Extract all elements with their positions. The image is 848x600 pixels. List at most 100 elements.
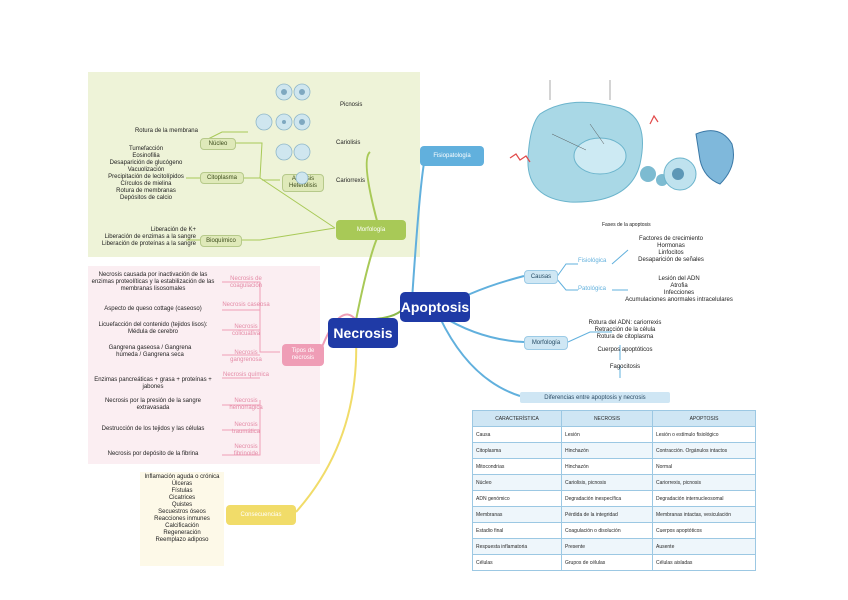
table-header: NECROSIS (561, 410, 653, 427)
tipo-name: Necrosis gangrenosa (230, 350, 262, 363)
table-cell: Grupos de células (561, 554, 653, 571)
table-cell: Mitocondrias (472, 458, 562, 475)
consecuencia-item: Quistes (171, 502, 193, 508)
morfologia-step: Retracción de la célula (594, 327, 656, 333)
consecuencia-item: Cicatrices (168, 495, 196, 501)
morfologia-step: Cuerpos apoptóticos (597, 347, 653, 353)
nucleo-node: Núcleo (200, 138, 236, 150)
bioquimico-item: Liberación de enzimas a la sangre (104, 234, 196, 240)
cariolisis-label: Cariolisis (336, 140, 361, 146)
table-cell: Degradación internucleosomal (652, 490, 756, 507)
tipo-desc: Aspecto de queso cottage (caseoso) (104, 306, 202, 312)
table-cell: Membranas (472, 506, 562, 523)
tipos-region (88, 266, 320, 464)
patologica-list: Lesión del ADN Atrofia Infecciones Acumu… (614, 276, 744, 304)
citoplasma-item: Círculos de mielina (120, 181, 172, 187)
cariorrexis-label: Cariorrexis (336, 178, 366, 184)
tipo-name: Necrosis fibrinoide (233, 444, 259, 457)
patologica-item: Atrofia (670, 283, 688, 289)
morfologia-apoptosis-node: Morfología (524, 336, 568, 350)
citoplasma-item: Desaparición de glucógeno (109, 160, 183, 166)
table-cell: Lesión (561, 426, 653, 443)
table-cell: Coagulación o disolución (561, 522, 653, 539)
fisiopatologia-node: Fisiopatología (420, 146, 484, 166)
fisiologica-item: Hormonas (657, 243, 685, 249)
table-cell: Presente (561, 538, 653, 555)
table-cell: Células aisladas (652, 554, 756, 571)
morfologia-step: Rotura del ADN: cariorrexis (588, 320, 662, 326)
tipo-desc: Necrosis por depósito de la fibrina (107, 451, 199, 457)
consecuencia-item: Reemplazo adiposo (155, 537, 209, 543)
tipo-name: Necrosis traumática (231, 422, 260, 435)
table-cell: Células (472, 554, 562, 571)
patologica-item: Infecciones (663, 290, 695, 296)
apoptosis-hub: Apoptosis (400, 292, 470, 322)
morfologia-step: Fagocitosis (609, 364, 641, 370)
citoplasma-item: Rotura de membranas (116, 188, 176, 194)
tipo-name: Necrosis química (222, 372, 269, 378)
tipo-desc: Licuefacción del contenido (tejidos liso… (98, 322, 208, 335)
table-cell: Contracción. Orgánulos intactos (652, 442, 756, 459)
fisiologica-item: Linfocitos (658, 250, 684, 256)
fisiologica-node: Fisiológica (578, 258, 607, 264)
table-cell: Normal (652, 458, 756, 475)
table-cell: Membranas intactas, vesiculación (652, 506, 756, 523)
table-cell: Cariolisis, picnosis (561, 474, 653, 491)
causas-node: Causas (524, 270, 558, 284)
apoptosis-pathway-illustration (500, 74, 740, 224)
citoplasma-node: Citoplasma (200, 172, 244, 184)
morfologia-step: Rotura de citoplasma (596, 334, 654, 340)
consecuencia-item: Fístulas (171, 488, 193, 494)
tipo-desc: Destrucción de los tejidos y las células (101, 426, 205, 432)
citoplasma-item: Precipitación de lecitolípidos (108, 174, 184, 180)
patologica-item: Lesión del ADN (658, 276, 700, 282)
table-cell: Hinchazón (561, 442, 653, 459)
patologica-node: Patológica (578, 286, 607, 292)
patologica-item: Acumulaciones anormales intracelulares (625, 297, 733, 303)
nucleo-item: Rotura de la membrana (134, 128, 198, 134)
consecuencia-item: Úlceras (171, 481, 193, 487)
bioquimico-list: Liberación de K+ Liberación de enzimas a… (86, 227, 196, 248)
citoplasma-item: Tumefacción (128, 146, 164, 152)
table-title: Diferencias entre apoptosis y necrosis (520, 392, 670, 403)
tipo-desc: Necrosis causada por inactivación de las… (91, 272, 215, 292)
fisiologica-list: Factores de crecimiento Hormonas Linfoci… (616, 236, 726, 264)
bioquimico-node: Bioquímico (200, 235, 242, 247)
consecuencias-list: Inflamación aguda o crónica Úlceras Físt… (140, 474, 224, 544)
picnosis-label: Picnosis (340, 102, 363, 108)
consecuencia-item: Calcificación (165, 523, 199, 529)
consecuencia-item: Inflamación aguda o crónica (144, 474, 220, 480)
tipo-name: Necrosis caseosa (222, 302, 270, 308)
bioquimico-item: Liberación de K+ (150, 227, 196, 233)
consecuencias-box (140, 472, 224, 566)
fisiologica-item: Desaparición de señales (638, 257, 704, 263)
bioquimico-item: Liberación de proteínas a la sangre (101, 241, 196, 247)
tipo-desc: Enzimas pancreáticas + grasa + proteínas… (94, 377, 212, 390)
cell-nucleus-illustration (255, 83, 311, 185)
table-cell: Respuesta inflamatoria (472, 538, 562, 555)
citoplasma-item: Eosinofilia (132, 153, 160, 159)
citoplasma-item: Depósitos de calcio (119, 195, 173, 201)
table-cell: ADN genómico (472, 490, 562, 507)
table-cell: Hinchazón (561, 458, 653, 475)
morfologia-steps: Rotura del ADN: cariorrexis Retracción d… (580, 320, 670, 371)
consecuencia-item: Reacciones inmunes (154, 516, 210, 522)
table-header: APOPTOSIS (652, 410, 756, 427)
citoplasma-list: Tumefacción Eosinofilia Desaparición de … (96, 146, 196, 202)
table-cell: Cariorrexis, picnosis (652, 474, 756, 491)
table-cell: Núcleo (472, 474, 562, 491)
consecuencias-node: Consecuencias (226, 505, 296, 525)
necrosis-hub: Necrosis (328, 318, 398, 348)
table-header: CARACTERÍSTICA (472, 410, 562, 427)
tipo-name: Necrosis hemorrágica (229, 398, 263, 411)
table-cell: Cuerpos apoptóticos (652, 522, 756, 539)
